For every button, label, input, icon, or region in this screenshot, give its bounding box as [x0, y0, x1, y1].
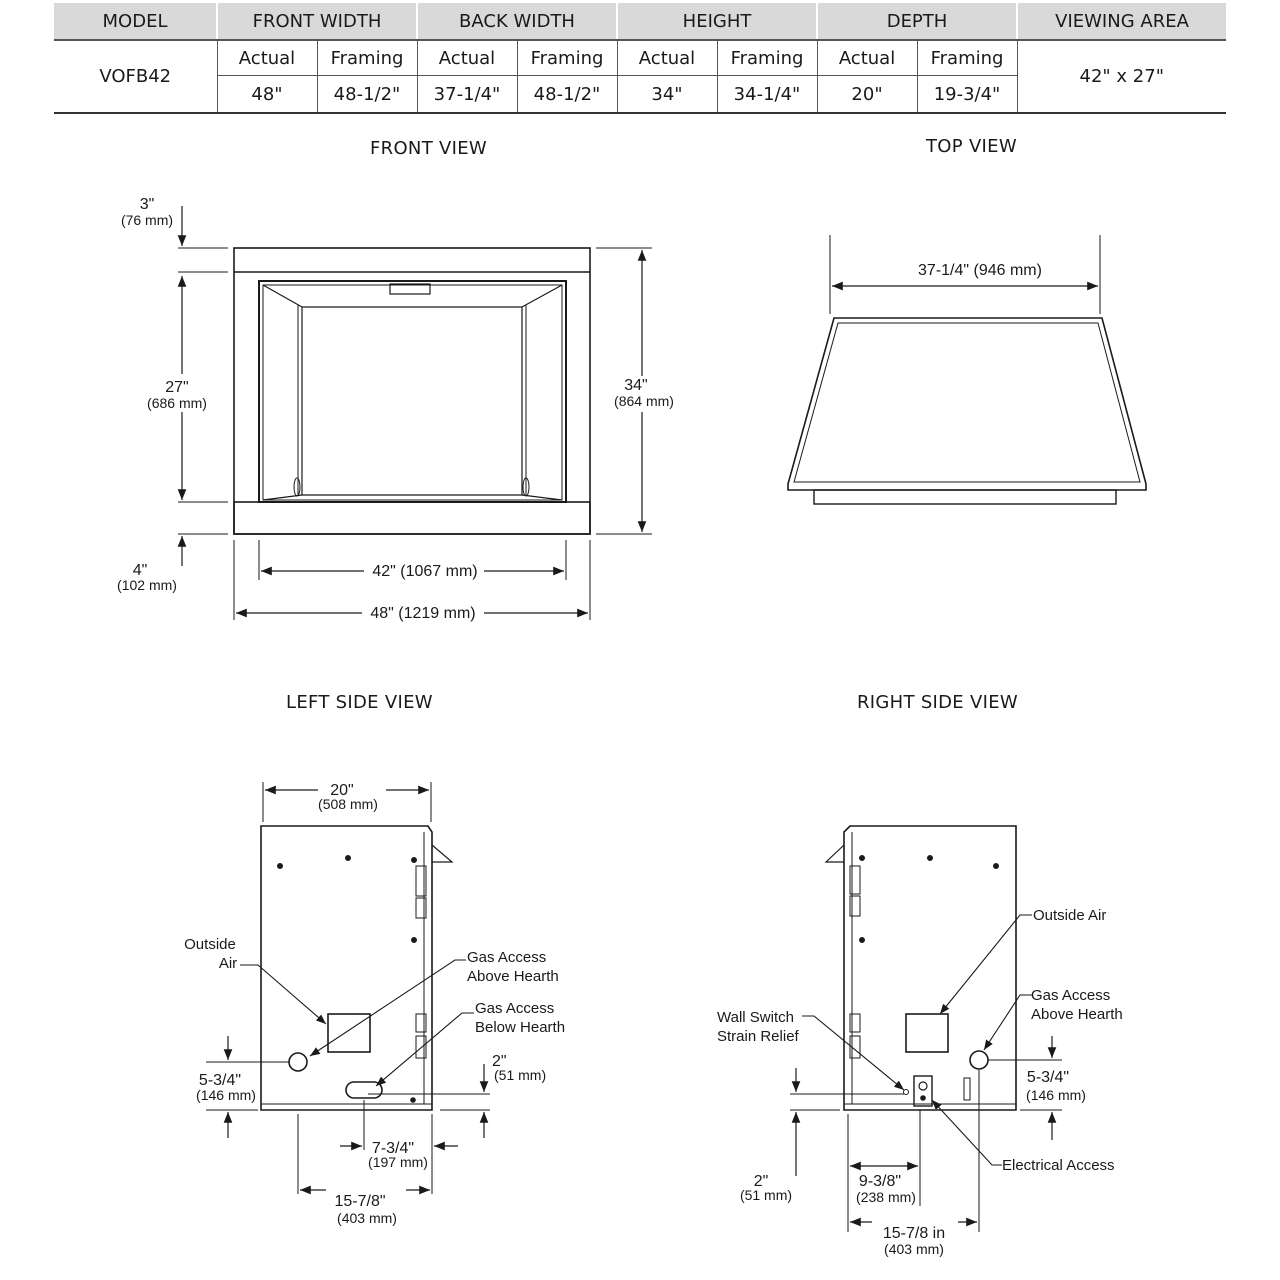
right-body: [843, 825, 1017, 1111]
height-actual: 34": [616, 75, 717, 113]
left-gas-access-below: [345, 1081, 383, 1099]
header-depth: DEPTH: [816, 3, 1019, 41]
front-top-gap: 3": [140, 196, 155, 213]
front-width-framing: 48-1/2": [316, 75, 417, 113]
left-side-view-title: LEFT SIDE VIEW: [286, 692, 433, 713]
left-gas-height-mm: (51 mm): [494, 1067, 546, 1083]
back-width-framing-label: Framing: [516, 40, 617, 76]
right-elec-offset: 9-3/8": [859, 1173, 901, 1190]
right-elec-offset-mm: (238 mm): [856, 1189, 916, 1205]
front-width-framing-label: Framing: [316, 40, 417, 76]
left-side-view: [206, 782, 490, 1195]
height-framing-label: Framing: [716, 40, 818, 76]
left-air-offset: 15-7/8": [334, 1193, 385, 1210]
left-gas-above-label-1: Gas Access: [467, 949, 546, 966]
depth-framing: 19-3/4": [916, 75, 1018, 113]
header-viewing-area: VIEWING AREA: [1016, 3, 1227, 41]
front-bottom-gap: 4": [133, 562, 148, 579]
back-width-actual: 37-1/4": [416, 75, 517, 113]
left-gas-below-label-1: Gas Access: [475, 1000, 554, 1017]
left-air-offset-mm: (403 mm): [337, 1210, 397, 1226]
top-view-title: TOP VIEW: [926, 136, 1017, 157]
back-width-framing: 48-1/2": [516, 75, 617, 113]
left-gas-above-label-2: Above Hearth: [467, 968, 559, 985]
header-model: MODEL: [54, 3, 218, 41]
right-dimension-labels: Outside Air Gas Access Above Hearth Wall…: [717, 907, 1123, 1257]
depth-actual: 20": [816, 75, 918, 113]
front-outer-frame: [233, 247, 591, 535]
top-view: [787, 235, 1147, 505]
front-opening-height: 27": [165, 379, 188, 396]
right-air-offset: 15-7/8 in: [883, 1225, 945, 1242]
viewing-area-value: 42" x 27": [1016, 40, 1227, 114]
back-width-actual-label: Actual: [416, 40, 517, 76]
front-dimension-labels: 3" (76 mm) 27" (686 mm) 34" (864 mm) 4" …: [117, 196, 682, 623]
left-gas-access-above: [327, 1013, 371, 1053]
front-top-gap-mm: (76 mm): [121, 212, 173, 228]
left-body: [260, 825, 433, 1111]
header-height: HEIGHT: [615, 3, 819, 41]
right-wall-switch-label-2: Strain Relief: [717, 1028, 800, 1045]
table-value-row: 48" 48-1/2" 37-1/4" 48-1/2" 34" 34-1/4" …: [54, 75, 1226, 113]
right-wall-switch-label-1: Wall Switch: [717, 1009, 794, 1026]
front-width-actual: 48": [216, 75, 317, 113]
front-overall-height-mm: (864 mm): [614, 393, 674, 409]
right-rise-mm: (146 mm): [1026, 1087, 1086, 1103]
depth-framing-label: Framing: [916, 40, 1018, 76]
left-gas-offset-mm: (197 mm): [368, 1154, 428, 1170]
height-actual-label: Actual: [616, 40, 717, 76]
table-subheader-row: VOFB42 Actual Framing Actual Framing Act…: [54, 40, 1227, 114]
right-electrical-box: [913, 1075, 933, 1107]
front-overall-width: 48" (1219 mm): [370, 605, 475, 622]
height-framing: 34-1/4": [716, 75, 818, 113]
top-back-width: 37-1/4" (946 mm): [918, 262, 1042, 279]
left-gas-offset: 7-3/4": [372, 1140, 414, 1157]
front-view-title: FRONT VIEW: [370, 138, 488, 159]
left-gas-below-label-2: Below Hearth: [475, 1019, 565, 1036]
left-gas-height: 2": [492, 1053, 507, 1070]
front-width-actual-label: Actual: [216, 40, 317, 76]
right-rise: 5-3/4": [1027, 1069, 1069, 1086]
right-gas-above-label-1: Gas Access: [1031, 987, 1110, 1004]
left-outside-air: [288, 1052, 308, 1072]
spec-table: MODEL FRONT WIDTH BACK WIDTH HEIGHT DEPT…: [54, 3, 1227, 114]
right-outside-air: [905, 1013, 949, 1053]
front-opening-height-mm: (686 mm): [147, 395, 207, 411]
front-bottom-panel: [233, 501, 591, 535]
firebox-back: [301, 306, 523, 496]
right-gas-above-label-2: Above Hearth: [1031, 1006, 1123, 1023]
left-outside-air-label-2: Air: [219, 955, 237, 972]
model-value: VOFB42: [54, 40, 217, 114]
header-back-width: BACK WIDTH: [416, 3, 618, 41]
front-bottom-gap-mm: (102 mm): [117, 577, 177, 593]
left-outside-air-label-1: Outside: [184, 936, 236, 953]
right-air-offset-mm: (403 mm): [884, 1241, 944, 1257]
left-rise-mm: (146 mm): [196, 1087, 256, 1103]
top-outline: [787, 317, 1147, 491]
right-gas-access-above: [969, 1050, 989, 1070]
front-opening: [258, 280, 567, 503]
left-depth: 20": [330, 782, 353, 799]
depth-actual-label: Actual: [816, 40, 918, 76]
right-elec-height: 2": [754, 1173, 769, 1190]
front-opening-width: 42" (1067 mm): [372, 563, 477, 580]
front-overall-height: 34": [624, 377, 647, 394]
front-view: [177, 206, 652, 620]
left-dimension-labels: 20" (508 mm) Outside Air Gas Access Abov…: [184, 780, 565, 1226]
right-outside-air-label: Outside Air: [1033, 907, 1106, 924]
left-rise: 5-3/4": [199, 1072, 241, 1089]
right-elec-height-mm: (51 mm): [740, 1187, 792, 1203]
left-depth-mm: (508 mm): [318, 796, 378, 812]
right-side-view-title: RIGHT SIDE VIEW: [857, 692, 1018, 713]
table-header-row: MODEL FRONT WIDTH BACK WIDTH HEIGHT DEPT…: [54, 3, 1227, 41]
right-electrical-label: Electrical Access: [1002, 1157, 1115, 1174]
header-front-width: FRONT WIDTH: [216, 3, 418, 41]
